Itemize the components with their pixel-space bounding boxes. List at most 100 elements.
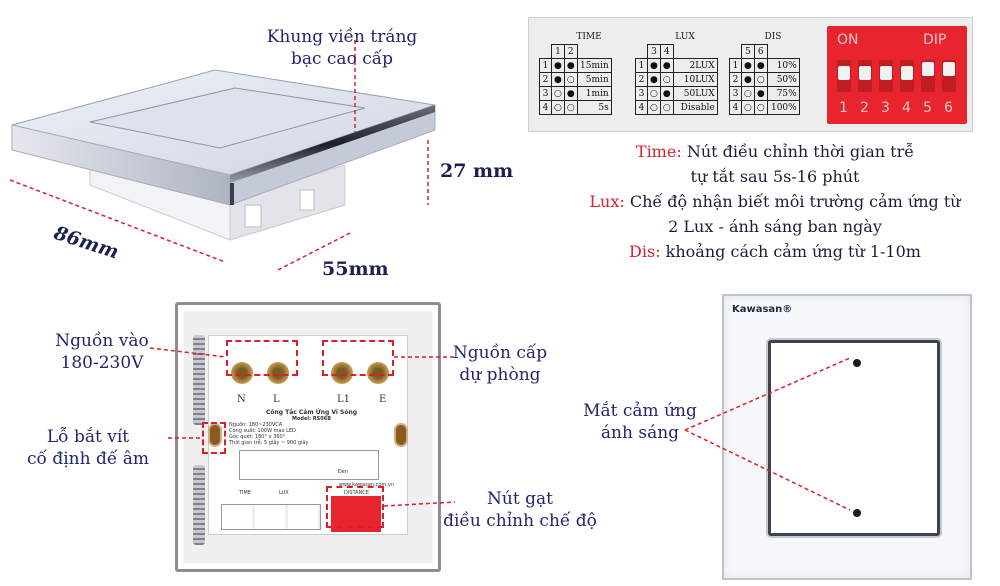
sticker-line: Nguồn: 180~230VCA	[229, 422, 283, 428]
table-row: 2●○50%	[729, 72, 800, 87]
table-state-cell: ●	[647, 58, 661, 73]
terminal-screws-spare	[327, 358, 397, 388]
table-state-cell: ○	[753, 100, 768, 115]
table-row: 4○○Disable	[635, 100, 718, 115]
light-sensor-icon	[853, 359, 861, 367]
table-index-cell: 2	[635, 72, 648, 87]
spare-terminal-highlight	[322, 340, 394, 376]
light-sensor-label-line2: ánh sáng	[600, 423, 680, 443]
table-state-cell: ○	[659, 72, 674, 87]
front-plate: Kawasan®	[722, 294, 972, 580]
table-state-cell: ●	[659, 86, 674, 101]
table-index-cell: 4	[729, 100, 742, 115]
dip-number: 3	[881, 100, 890, 116]
dip-switch-label-line1: Nút gạt	[487, 489, 553, 509]
table-state-cell: ●	[741, 72, 755, 87]
height-dimension: 27 mm	[440, 160, 514, 182]
table-row: 1●●15min	[539, 58, 612, 73]
legend-time-key: Time:	[635, 142, 682, 161]
switch-front-view: Kawasan® Mắt cảm ứng ánh sáng	[580, 290, 1000, 586]
table-row: 2●○5min	[539, 72, 612, 87]
table-row: 3○●75%	[729, 86, 800, 101]
table-value-cell: 50LUX	[672, 86, 718, 101]
input-power-label-line1: Nguồn vào	[55, 331, 149, 351]
table-col-header: 5	[741, 44, 755, 59]
table-state-cell: ●	[563, 58, 578, 73]
screw-hole-label-line1: Lỗ bắt vít	[46, 427, 130, 447]
screw-hole-icon	[394, 423, 408, 447]
input-power-label-line2: 180-230V	[60, 353, 144, 373]
table-index-cell: 3	[635, 86, 648, 101]
table-state-cell: ○	[551, 86, 565, 101]
dip-lever[interactable]	[837, 60, 851, 92]
sticker-model: Model: RS06B	[291, 416, 332, 422]
table-state-cell: ○	[741, 100, 755, 115]
dip-switch-label-line2: điều chỉnh chế độ	[443, 511, 597, 531]
terminal-screw-icon	[367, 362, 389, 384]
dip-lever[interactable]	[858, 60, 872, 92]
spare-power-label-line1: Nguồn cấp	[452, 343, 548, 363]
sticker-url: www.kawasan.com.vn	[338, 482, 394, 488]
table-index-cell: 1	[729, 58, 742, 73]
sticker-section-lux: LUX	[279, 490, 289, 496]
dip-lever[interactable]	[900, 60, 914, 92]
table-state-cell: ○	[659, 100, 674, 115]
table-corner-cell	[730, 45, 742, 59]
legend-lux-key: Lux:	[589, 192, 625, 211]
dip-lever[interactable]	[879, 60, 893, 92]
table-value-cell: 50%	[766, 72, 800, 87]
table-index-cell: 2	[539, 72, 552, 87]
frame-label: Khung viền tráng bạc cao cấp	[262, 26, 422, 70]
terminal-label-l: L	[273, 394, 280, 405]
brand-logo: Kawasan®	[732, 304, 793, 315]
input-terminal-highlight	[226, 340, 298, 376]
terminal-label-e: E	[379, 394, 387, 405]
legend-dis: Dis: khoảng cách cảm ứng từ 1-10m	[565, 239, 985, 264]
table-corner-cell	[577, 45, 611, 59]
table-index-cell: 3	[729, 86, 742, 101]
table-value-cell: 5min	[576, 72, 612, 87]
table-col-header: 3	[647, 44, 661, 59]
front-touch-panel[interactable]	[768, 340, 940, 536]
terminal-screws-input	[227, 358, 297, 388]
table-value-cell: 10%	[766, 58, 800, 73]
screw-hole-label: Lỗ bắt vít cố định đế âm	[18, 426, 158, 470]
table-index-cell: 3	[539, 86, 552, 101]
table-state-cell: ●	[741, 58, 755, 73]
table-state-cell: ●	[753, 58, 768, 73]
light-sensor-icon	[853, 509, 861, 517]
table-state-cell: ●	[551, 58, 565, 73]
table-state-cell: ●	[551, 72, 565, 87]
settings-legend: Time: Nút điều chỉnh thời gian trễ tự tắ…	[565, 139, 985, 264]
sticker-sections: TIME LUX DISTANCE	[229, 490, 394, 498]
dip-lever[interactable]	[942, 60, 956, 92]
table-col-header: 4	[659, 44, 674, 59]
input-power-label: Nguồn vào 180-230V	[42, 330, 162, 374]
table-value-cell: 2LUX	[672, 58, 718, 73]
table-value-cell: 1min	[576, 86, 612, 101]
time-title: TIME	[576, 32, 602, 42]
table-state-cell: ○	[563, 72, 578, 87]
table-value-cell: 10LUX	[672, 72, 718, 87]
screw-hole-highlight	[202, 422, 226, 454]
table-row: 4○○100%	[729, 100, 800, 115]
dip-lever[interactable]	[921, 60, 935, 92]
table-row: 1●●2LUX	[635, 58, 718, 73]
sticker-lamp-label: Đèn	[337, 469, 348, 475]
table-row: 3○●50LUX	[635, 86, 718, 101]
table-row: 1●●10%	[729, 58, 800, 73]
dip-number: 2	[860, 100, 869, 116]
terminal-screw-icon	[331, 362, 353, 384]
legend-lux-text-2: 2 Lux - ánh sáng ban ngày	[668, 217, 882, 236]
back-module: N L L1 E Công Tắc Cảm Ứng Vi Sóng Model:…	[208, 335, 408, 535]
sticker-line: Góc quét: 180° x 360°	[229, 434, 286, 440]
table-state-cell: ○	[551, 100, 565, 115]
table-state-cell: ○	[741, 86, 755, 101]
table-index-cell: 1	[635, 58, 648, 73]
dip-number: 5	[923, 100, 932, 116]
table-state-cell: ●	[563, 86, 578, 101]
dip-levers[interactable]	[833, 56, 961, 96]
